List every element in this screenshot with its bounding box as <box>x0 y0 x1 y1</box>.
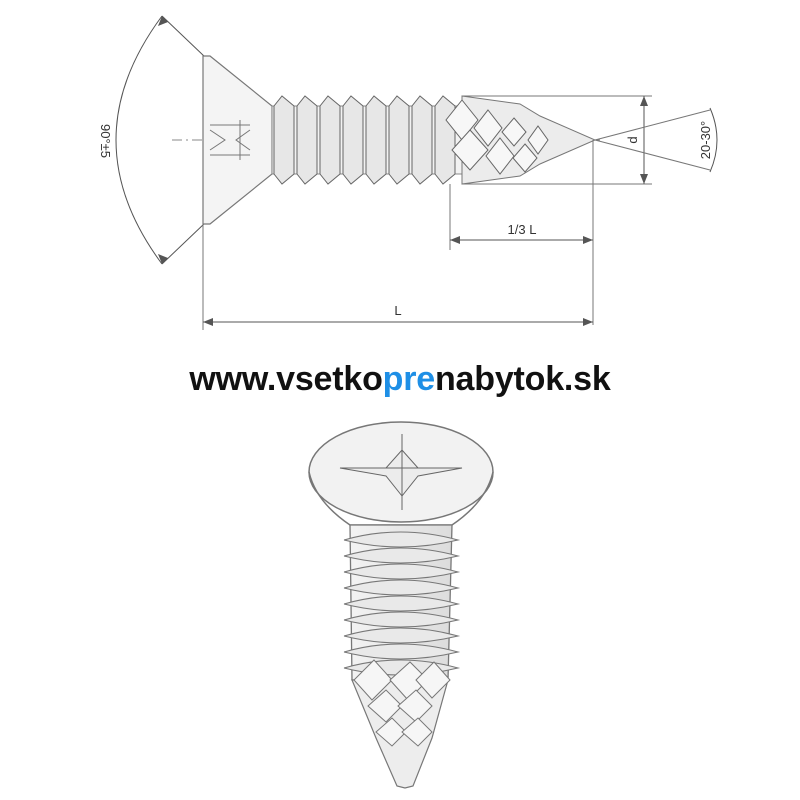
tip-threads <box>445 99 549 175</box>
length-label: L <box>394 303 401 318</box>
countersunk-screw-icon <box>308 421 494 789</box>
thread-ridge <box>411 95 433 185</box>
cross-recess <box>209 120 251 160</box>
thread-pattern <box>273 95 456 185</box>
tip-angle-label: 20-30° <box>698 121 713 159</box>
screw-head <box>202 55 273 225</box>
technical-drawing: 90°±5 <box>98 15 718 330</box>
thread-ridge <box>343 531 461 548</box>
arrowhead <box>583 236 593 244</box>
website-url: www.vsetkoprenabytok.sk <box>0 360 800 399</box>
arrowhead <box>158 16 168 26</box>
third-length-label: 1/3 L <box>508 222 537 237</box>
arrowhead <box>640 96 648 106</box>
thread-ridge <box>296 95 318 185</box>
website-prefix: www.vsetko <box>189 360 383 398</box>
arrowhead <box>450 236 460 244</box>
head-angle-line-bottom <box>161 222 206 265</box>
head-angle-line-top <box>161 15 206 58</box>
thread-ridge <box>273 95 295 185</box>
thread-ridge <box>343 563 461 580</box>
cross-recess <box>339 434 463 510</box>
thread-ridge <box>388 95 410 185</box>
thread-ridge <box>343 611 461 628</box>
arrowhead <box>640 174 648 184</box>
thread-ridges <box>343 531 461 676</box>
head-angle-arc <box>115 15 163 265</box>
website-highlight: pre <box>382 360 436 398</box>
website-suffix: nabytok.sk <box>434 360 611 398</box>
thread-ridge <box>434 95 456 185</box>
thread-ridge <box>343 627 461 644</box>
diameter-label: d <box>625 136 640 143</box>
thread-ridge <box>343 595 461 612</box>
arrowhead <box>203 318 213 326</box>
thread-ridge <box>343 547 461 564</box>
tip-angle-arc <box>709 107 718 173</box>
arrowhead <box>583 318 593 326</box>
thread-ridge <box>343 579 461 596</box>
tip-threads <box>353 659 451 747</box>
thread-ridge <box>319 95 341 185</box>
thread-ridge <box>343 643 461 660</box>
arrowhead <box>158 254 168 264</box>
head-angle-label: 90°±5 <box>98 124 113 158</box>
thread-ridge <box>342 95 364 185</box>
thread-ridge <box>365 95 387 185</box>
